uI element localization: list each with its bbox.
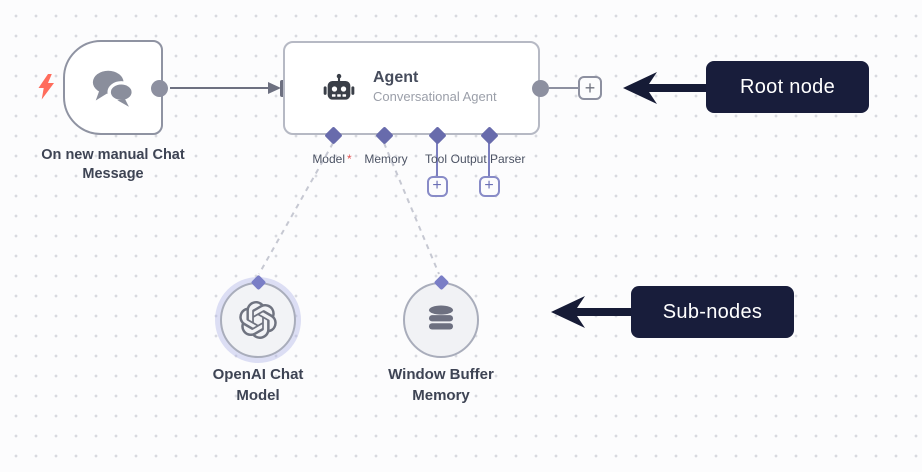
sub-nodes-arrow-icon: [551, 296, 632, 328]
agent-output-port[interactable]: [531, 79, 549, 97]
root-node-arrow-icon: [623, 72, 707, 104]
trigger-output-port[interactable]: [151, 79, 168, 97]
memory-connector-label: Memory: [364, 152, 408, 166]
root-node-annotation: Root node: [706, 61, 869, 113]
trigger-node-label: On new manual Chat Message: [41, 147, 185, 182]
plus-icon: +: [484, 177, 494, 194]
agent-node[interactable]: Agent Conversational Agent: [283, 41, 540, 135]
plus-icon: +: [584, 78, 596, 98]
openai-logo-icon: [239, 301, 277, 339]
window-buffer-memory-node[interactable]: [403, 282, 479, 358]
sub-nodes-annotation-label: Sub-nodes: [662, 300, 763, 323]
plus-icon: +: [432, 177, 442, 194]
output-parser-connector-label: Output Parser: [450, 152, 526, 166]
add-tool-button[interactable]: +: [426, 175, 448, 197]
chat-bubbles-icon: [92, 70, 136, 107]
model-connector-label: Model*: [302, 152, 362, 166]
root-node-annotation-label: Root node: [740, 75, 835, 98]
openai-chat-model-node[interactable]: [220, 282, 296, 358]
openai-chat-model-label: OpenAI Chat Model: [212, 366, 304, 404]
agent-node-subtitle: Conversational Agent: [373, 89, 497, 104]
wire-memory-to-buffer: [383, 142, 440, 275]
database-icon: [428, 305, 454, 330]
add-next-node-button[interactable]: +: [578, 76, 602, 100]
lightning-bolt-icon: [38, 74, 54, 100]
robot-icon: [323, 73, 355, 100]
tool-connector-label: Tool: [424, 152, 447, 166]
trigger-node[interactable]: [63, 40, 163, 135]
window-buffer-memory-label: Window Buffer Memory: [388, 366, 494, 404]
sub-nodes-annotation: Sub-nodes: [631, 286, 794, 338]
agent-node-title: Agent: [373, 69, 419, 86]
wire-arrowhead-icon: [268, 82, 281, 94]
model-label-text: Model: [312, 152, 345, 166]
required-marker: *: [347, 152, 352, 166]
add-output-parser-button[interactable]: +: [478, 175, 500, 197]
